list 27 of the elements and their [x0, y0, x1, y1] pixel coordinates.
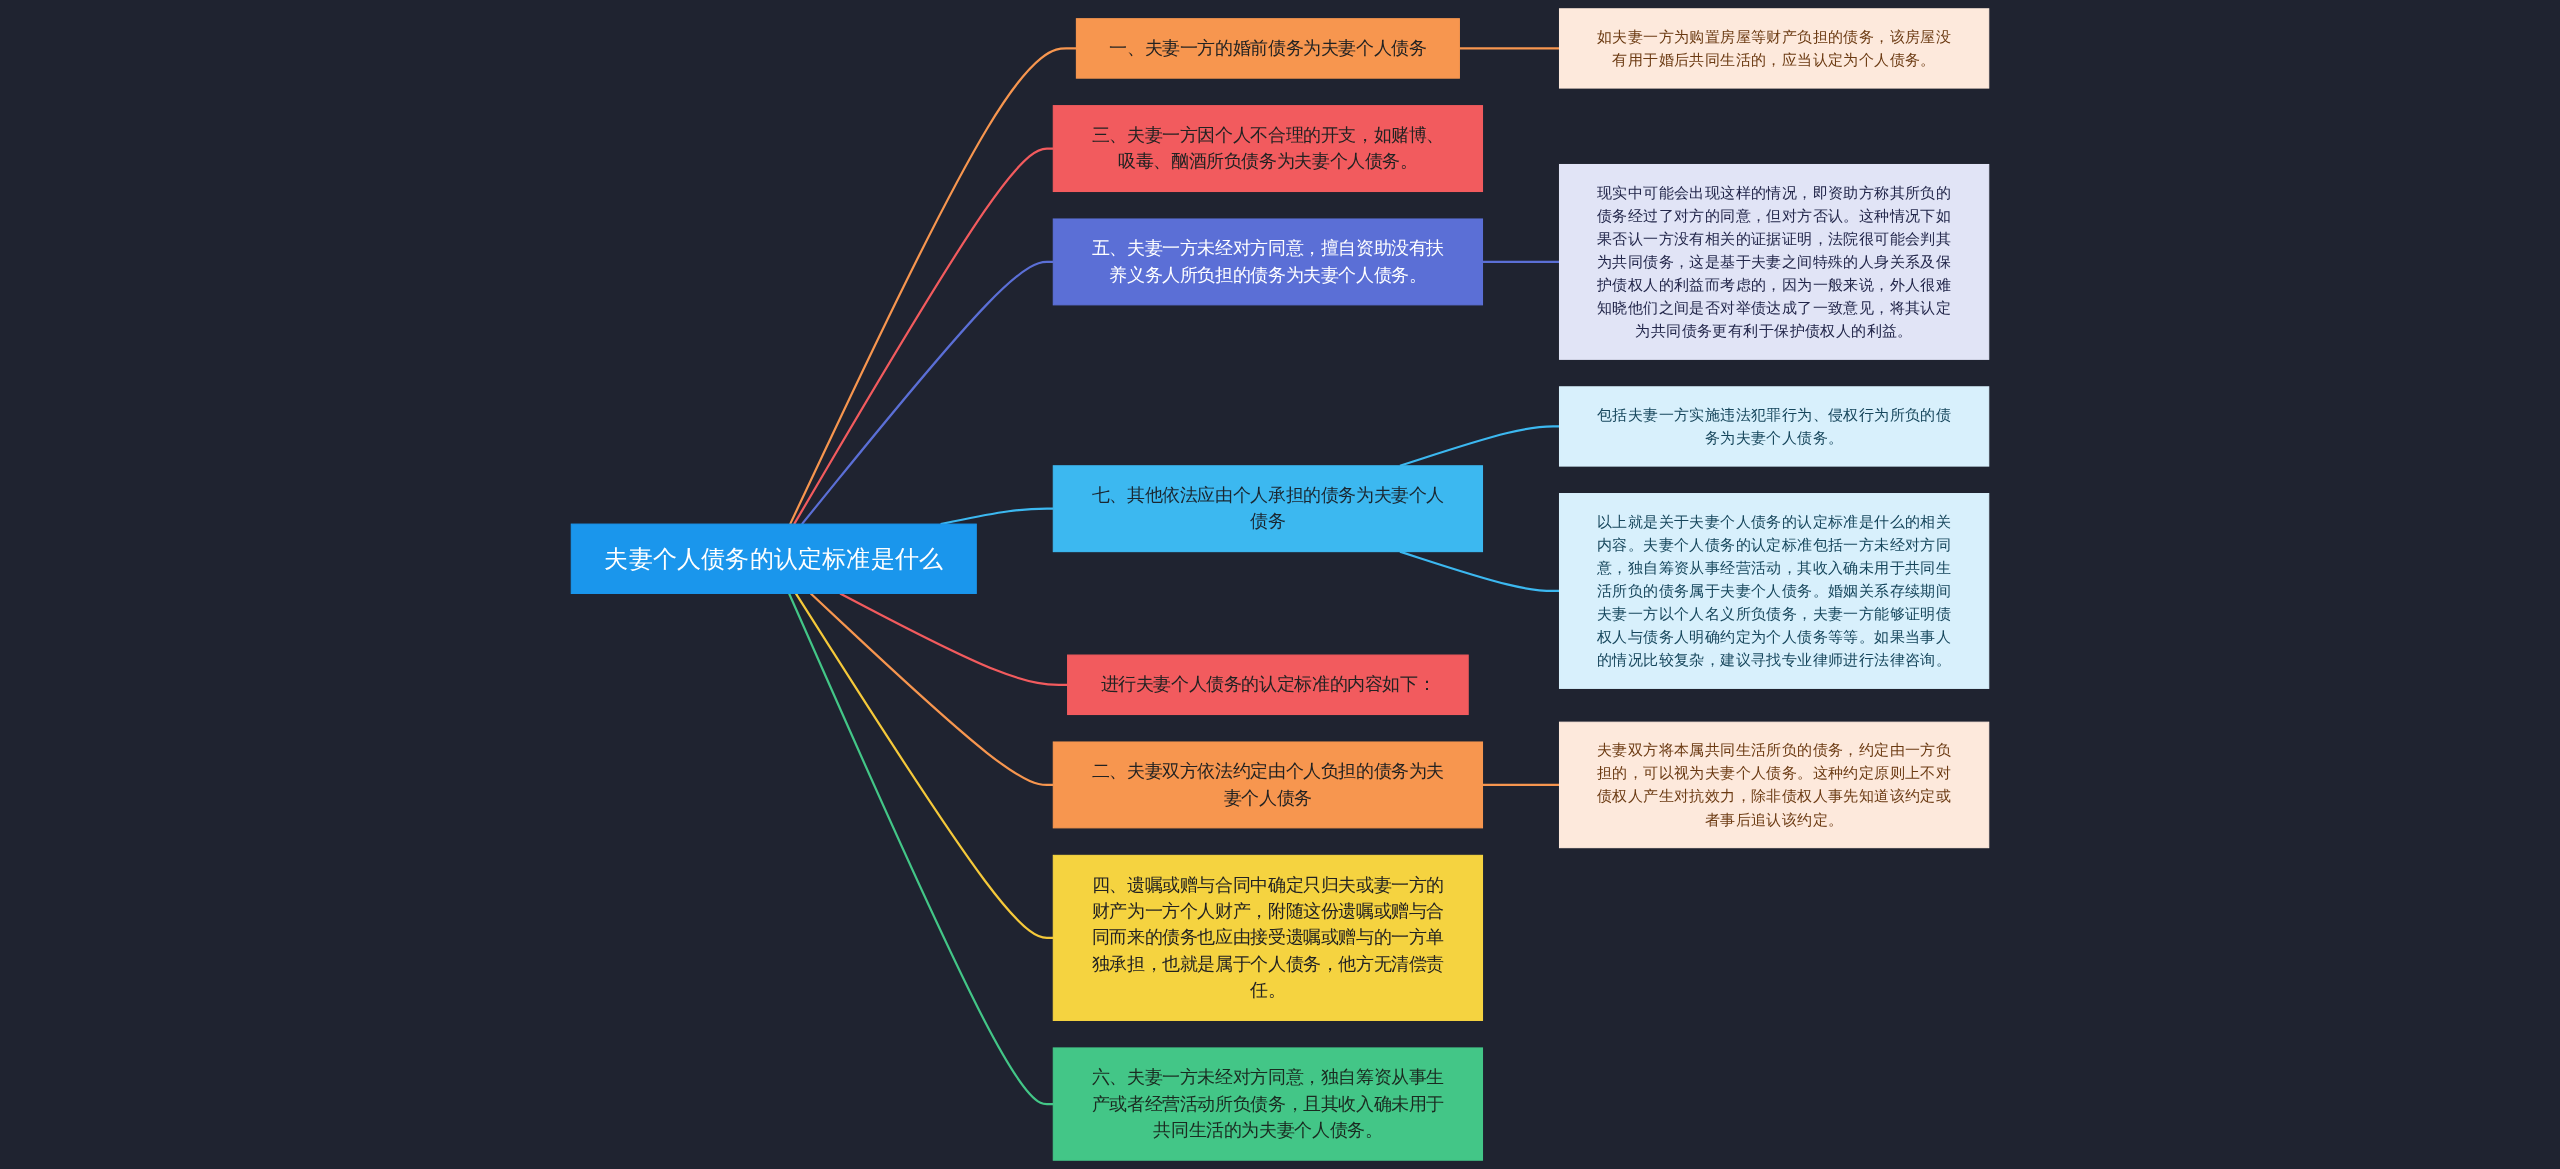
node-box: 夫妻双方将本属共同生活所负的债务，约定由一方负担的，可以视为夫妻个人债务。这种约定原则上不对债权人产生对抗效力，除非债权人事先知道该约定或者事后追认该约定。: [1559, 721, 1990, 849]
node-box: 五、夫妻一方未经对方同意，擅自资助没有扶养义务人所负担的债务为夫妻个人债务。: [1052, 218, 1484, 306]
connector: [788, 593, 1054, 1106]
connector: [1482, 260, 1560, 264]
connector: [809, 592, 1054, 787]
node-box: 三、夫妻一方因个人不合理的开支，如赌博、吸毒、酗酒所负债务为夫妻个人债务。: [1052, 105, 1484, 193]
node-box: 一、夫妻一方的婚前债务为夫妻个人债务: [1075, 18, 1460, 79]
connector: [940, 507, 1054, 526]
node-box: 七、其他依法应由个人承担的债务为夫妻个人债务: [1052, 465, 1484, 553]
connector: [1459, 47, 1560, 50]
connector: [1482, 783, 1560, 787]
connector: [793, 147, 1054, 525]
node-box: 包括夫妻一方实施违法犯罪行为、侵权行为所负的债务为夫妻个人债务。: [1559, 386, 1990, 467]
node-box: 二、夫妻双方依法约定由个人负担的债务为夫妻个人债务: [1052, 741, 1484, 829]
connector: [1399, 550, 1560, 593]
node-box: 现实中可能会出现这样的情况，即资助方称其所负的债务经过了对方的同意，但对方否认。这种情况下如果否认一方没有相关的证据证明，法院很可能会判其为共同债务，这是基于夫妻之间特殊的人身关系及保护债权人的利益而考虑的，因为一般来说，外人很难知晓他们之间是否对举债达成了一致意见，将其认定为共同债务更有利于保护债权人的利益。: [1559, 163, 1990, 360]
node-box: 如夫妻一方为购置房屋等财产负担的债务，该房屋没有用于婚后共同生活的，应当认定为个人债务。: [1559, 8, 1990, 89]
node-box: 六、夫妻一方未经对方同意，独自筹资从事生产或者经营活动所负债务，且其收入确未用于共同生活的为夫妻个人债务。: [1052, 1047, 1484, 1161]
connector: [839, 592, 1068, 686]
connector: [794, 592, 1054, 939]
node-box: 以上就是关于夫妻个人债务的认定标准是什么的相关内容。夫妻个人债务的认定标准包括一方未经对方同意，独自筹资从事经营活动，其收入确未用于共同生活所负的债务属于夫妻个人债务。婚姻关系存续期间夫妻一方以个人名义所负债务，夫妻一方能够证明债权人与债务人明确约定为个人债务等等。如果当事人的情况比较复杂，建议寻找专业律师进行法律咨询。: [1559, 493, 1990, 689]
connector: [1399, 425, 1560, 467]
node-box: 夫妻个人债务的认定标准是什么: [570, 523, 977, 594]
node-box: 四、遗嘱或赠与合同中确定只归夫或妻一方的财产为一方个人财产，附随这份遗嘱或赠与合同而来的债务也应由接受遗嘱或赠与的一方单独承担，也就是属于个人债务，他方无清偿责任。: [1052, 854, 1484, 1021]
node-box: 进行夫妻个人债务的认定标准的内容如下：: [1067, 654, 1469, 716]
connector: [801, 260, 1054, 525]
connector: [789, 47, 1077, 525]
